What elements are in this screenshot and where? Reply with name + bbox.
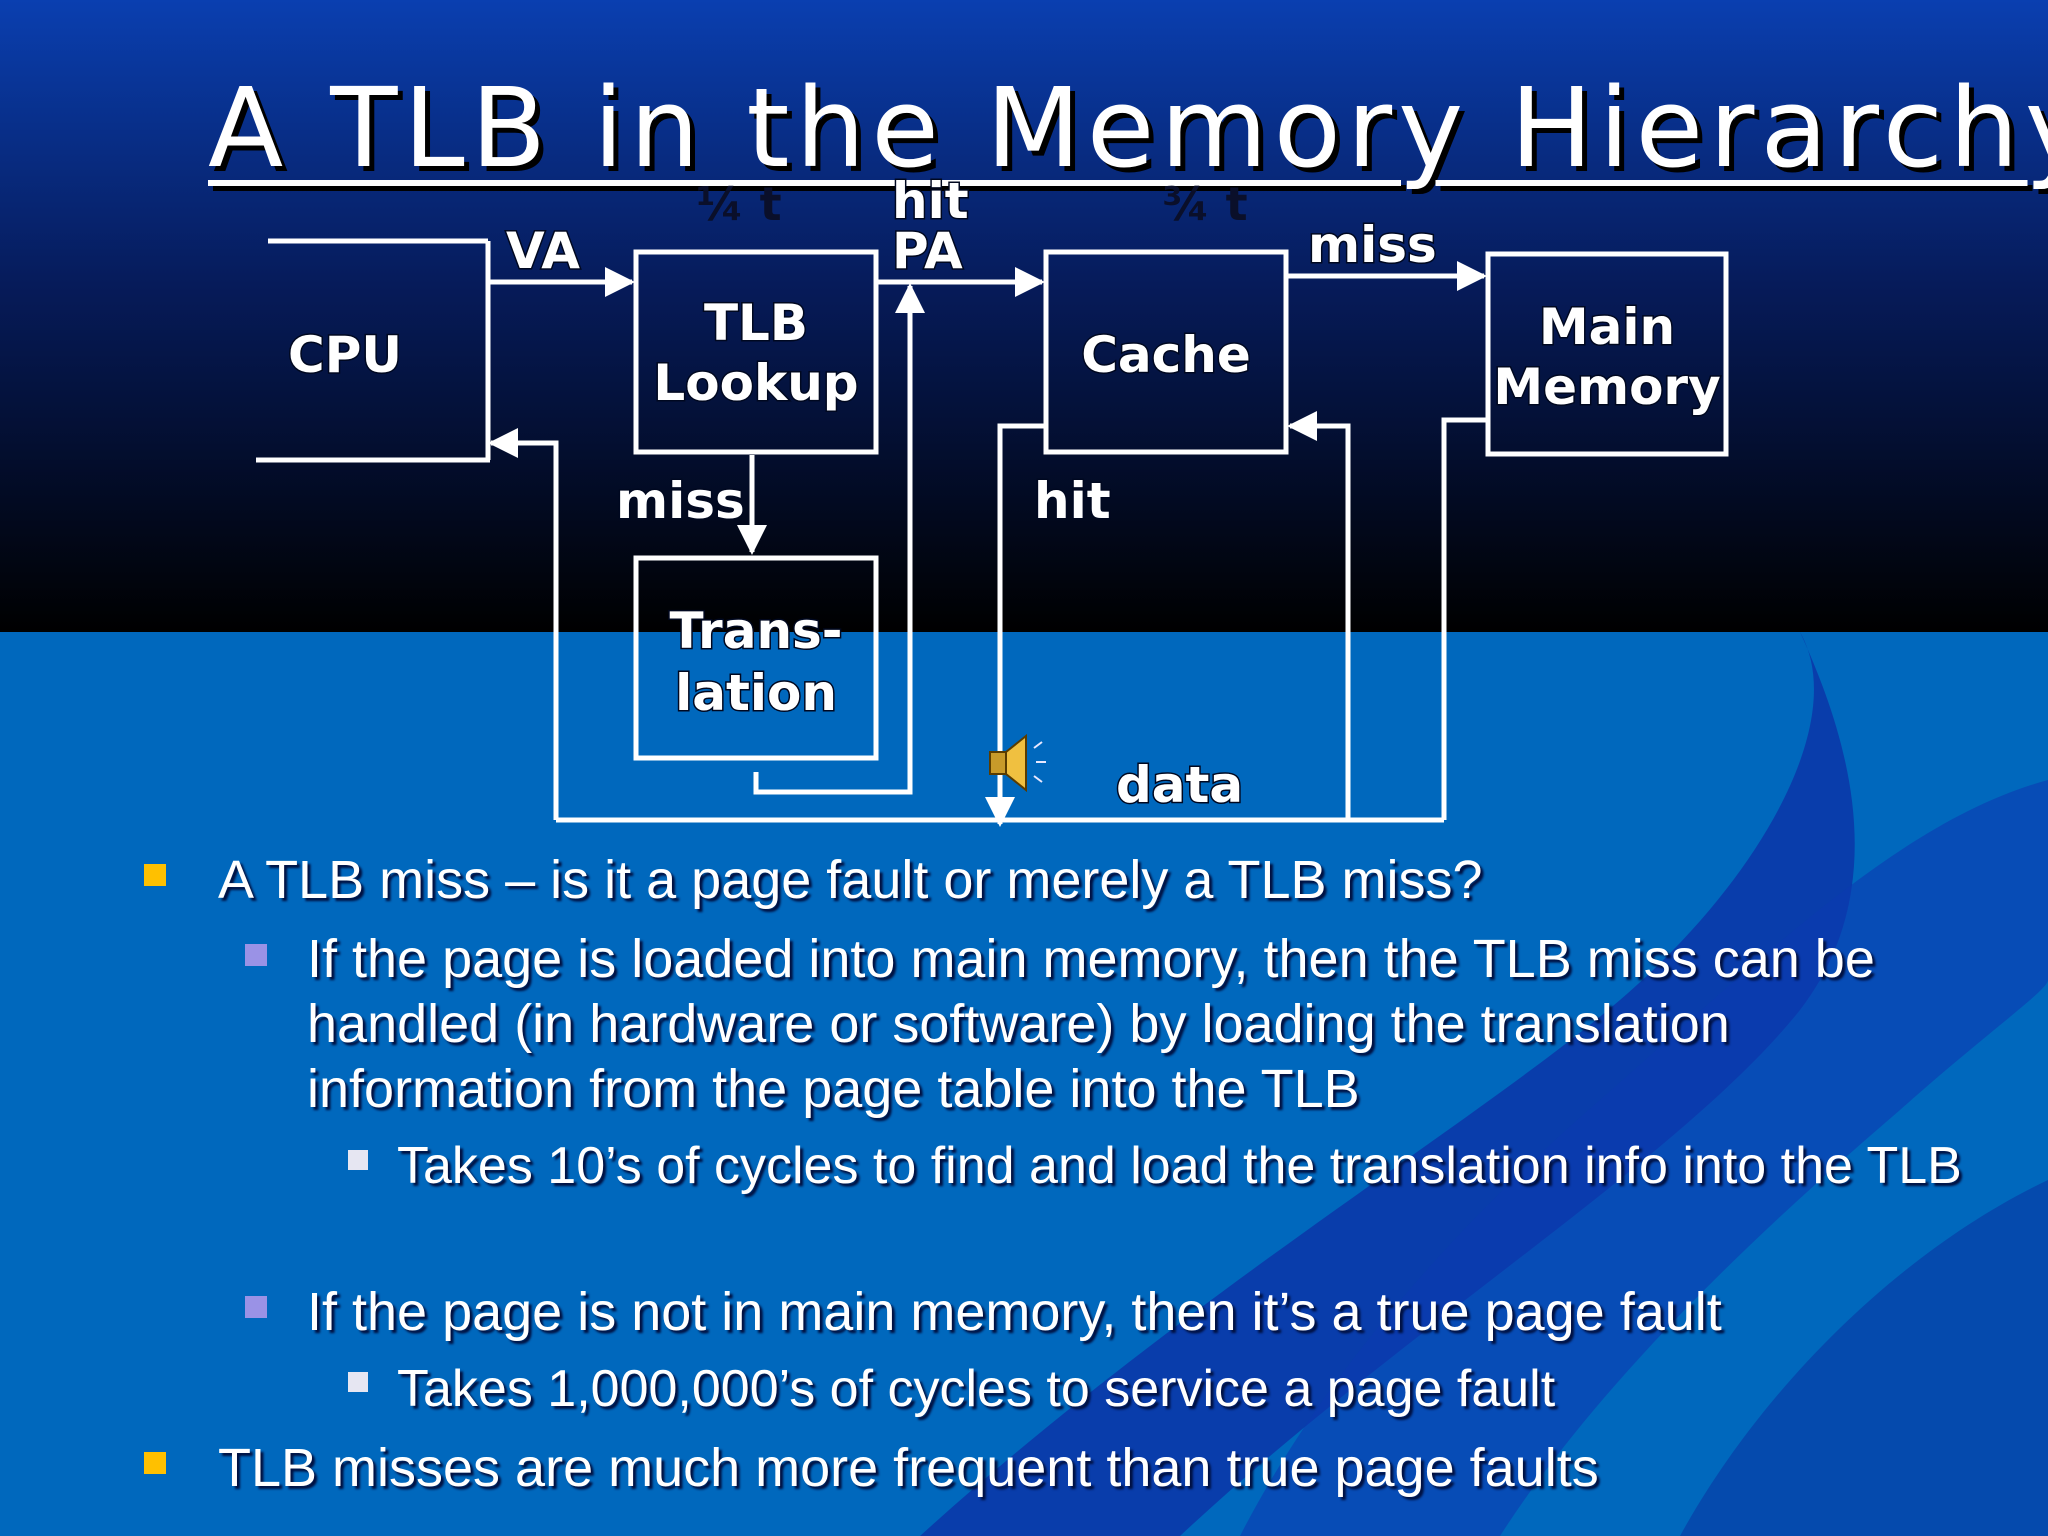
cache-label: Cache bbox=[1081, 326, 1251, 384]
bullet-item: TLB misses are much more frequent than t… bbox=[218, 1438, 1599, 1498]
bullet-item: If the page is loaded into main memory, … bbox=[307, 929, 1875, 1119]
bullet-marker-level2 bbox=[245, 1296, 267, 1318]
tlb-label-line1: TLB bbox=[704, 294, 808, 352]
miss-cache-label: miss bbox=[1308, 216, 1437, 274]
translation-label-line1: Trans- bbox=[669, 602, 842, 660]
cache-box bbox=[1043, 249, 1289, 455]
miss-tlb-label: miss bbox=[616, 472, 745, 530]
translation-label-line2: lation bbox=[675, 664, 837, 722]
hit-top-label: hit bbox=[892, 172, 969, 230]
bullet-marker-level1 bbox=[144, 1452, 166, 1474]
pa-label: PA bbox=[892, 222, 963, 280]
tlb-time-fraction: ¼ t bbox=[696, 177, 782, 231]
page-title: A TLB in the Memory Hierarchy bbox=[208, 64, 2048, 192]
data-return-to-cpu bbox=[488, 428, 559, 820]
memory-data-out-path bbox=[1441, 417, 1486, 820]
bullet-marker-level2 bbox=[245, 944, 267, 966]
bullet-item: A TLB miss – is it a page fault or merel… bbox=[218, 850, 1483, 910]
main-memory-box bbox=[1485, 251, 1729, 457]
data-label: data bbox=[1116, 756, 1243, 814]
bullet-marker-level3 bbox=[348, 1372, 368, 1392]
translation-return-path bbox=[753, 283, 925, 795]
tlb-label-line2: Lookup bbox=[653, 354, 858, 412]
main-memory-label-line2: Memory bbox=[1493, 358, 1720, 416]
hit-cache-label: hit bbox=[1034, 472, 1111, 530]
bullet-marker-level1 bbox=[144, 864, 166, 886]
memory-to-cache-path bbox=[1287, 411, 1351, 820]
bullet-item: If the page is not in main memory, then … bbox=[307, 1282, 1722, 1342]
cache-hit-path bbox=[985, 423, 1044, 827]
tlb-lookup-box bbox=[633, 249, 879, 455]
bullet-marker-level3 bbox=[348, 1150, 368, 1170]
cache-time-fraction: ¾ t bbox=[1162, 177, 1248, 231]
bullet-item: Takes 1,000,000’s of cycles to service a… bbox=[397, 1360, 1556, 1418]
main-memory-label-line1: Main bbox=[1539, 298, 1675, 356]
cpu-label: CPU bbox=[288, 326, 402, 384]
bullet-item: Takes 10’s of cycles to find and load th… bbox=[397, 1137, 1962, 1195]
va-label: VA bbox=[506, 222, 580, 280]
translation-box bbox=[633, 555, 879, 761]
speaker-icon[interactable] bbox=[989, 733, 1046, 793]
